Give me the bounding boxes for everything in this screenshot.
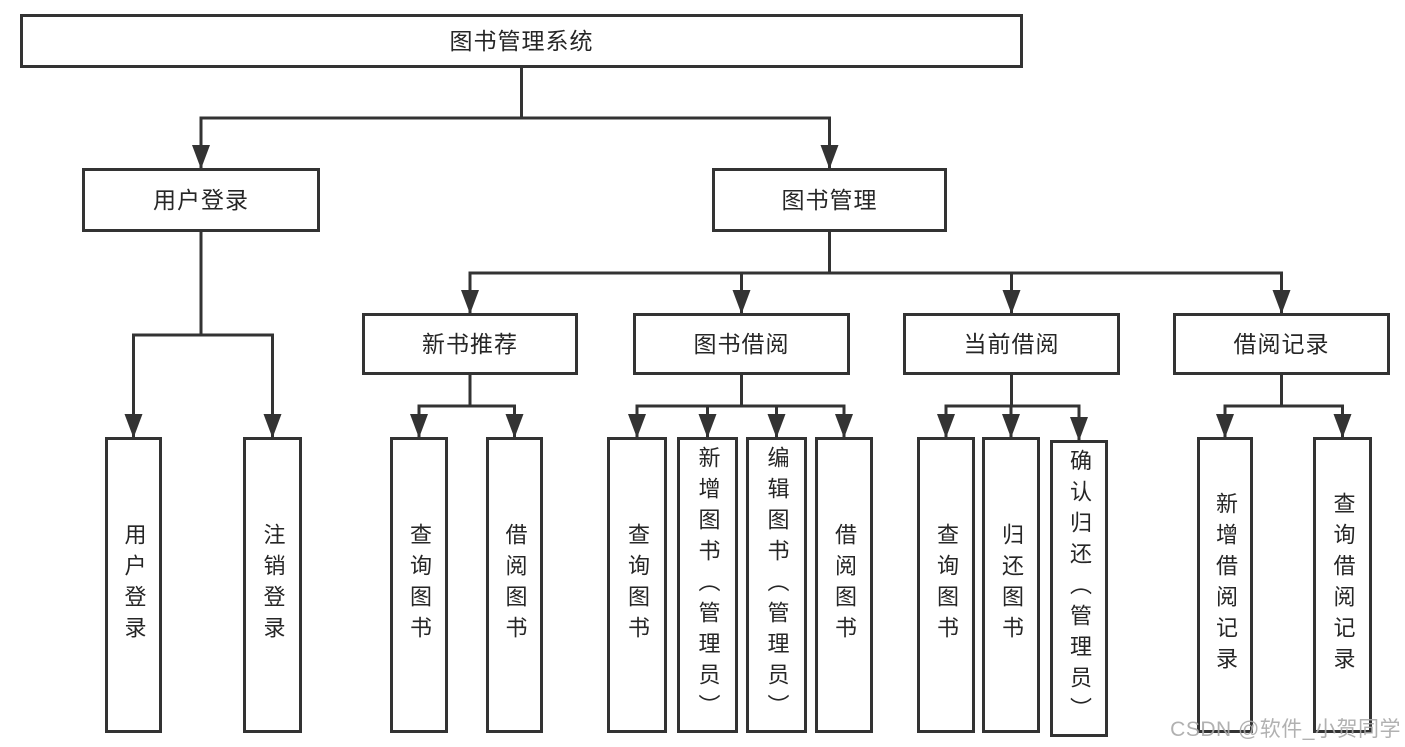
node-book-management: 图书管理: [712, 168, 947, 232]
node-leaf-query-books-1: 查询图书: [390, 437, 448, 733]
node-leaf-borrow-books-2: 借阅图书: [815, 437, 873, 733]
node-leaf-return-books: 归还图书: [982, 437, 1040, 733]
node-leaf-return-books-label: 归还图书: [999, 523, 1024, 647]
node-leaf-edit-books-admin-label: 编辑图书（管理员）: [764, 445, 790, 725]
node-leaf-add-books-admin-label: 新增图书（管理员）: [695, 445, 721, 725]
node-leaf-query-books-2-label: 查询图书: [625, 523, 650, 647]
node-root-label: 图书管理系统: [449, 27, 594, 54]
node-leaf-logout-label: 注销登录: [260, 523, 286, 647]
node-leaf-user-login-label: 用户登录: [121, 523, 147, 647]
node-leaf-add-books-admin: 新增图书（管理员）: [677, 437, 738, 733]
node-leaf-confirm-return-admin-label: 确认归还（管理员）: [1067, 449, 1092, 728]
node-leaf-borrow-books-1: 借阅图书: [486, 437, 543, 733]
node-leaf-user-login: 用户登录: [105, 437, 162, 733]
node-book-borrowing: 图书借阅: [633, 313, 850, 375]
node-leaf-query-books-1-label: 查询图书: [407, 523, 432, 647]
node-leaf-edit-books-admin: 编辑图书（管理员）: [746, 437, 807, 733]
node-leaf-query-books-3-label: 查询图书: [934, 523, 959, 647]
node-new-book-recommend: 新书推荐: [362, 313, 578, 375]
node-book-borrowing-label: 图书借阅: [693, 330, 790, 357]
csdn-watermark: CSDN @软件_小贺同学: [1170, 718, 1401, 741]
node-leaf-confirm-return-admin: 确认归还（管理员）: [1050, 440, 1108, 737]
node-borrowing-records: 借阅记录: [1173, 313, 1390, 375]
node-leaf-query-books-2: 查询图书: [607, 437, 667, 733]
node-current-borrowing: 当前借阅: [903, 313, 1120, 375]
node-user-login-label: 用户登录: [153, 186, 249, 213]
node-leaf-query-books-3: 查询图书: [917, 437, 975, 733]
node-leaf-query-borrow-record-label: 查询借阅记录: [1330, 492, 1356, 678]
node-leaf-query-borrow-record: 查询借阅记录: [1313, 437, 1372, 733]
node-leaf-borrow-books-2-label: 借阅图书: [832, 523, 857, 647]
node-borrowing-records-label: 借阅记录: [1233, 330, 1330, 357]
node-current-borrowing-label: 当前借阅: [963, 330, 1060, 357]
node-leaf-borrow-books-1-label: 借阅图书: [502, 523, 528, 647]
node-leaf-add-borrow-record: 新增借阅记录: [1197, 437, 1253, 733]
node-book-management-label: 图书管理: [781, 186, 878, 213]
node-leaf-logout: 注销登录: [243, 437, 302, 733]
node-root: 图书管理系统: [20, 14, 1023, 68]
node-new-book-recommend-label: 新书推荐: [422, 330, 518, 357]
node-leaf-add-borrow-record-label: 新增借阅记录: [1213, 492, 1238, 678]
node-user-login: 用户登录: [82, 168, 320, 232]
